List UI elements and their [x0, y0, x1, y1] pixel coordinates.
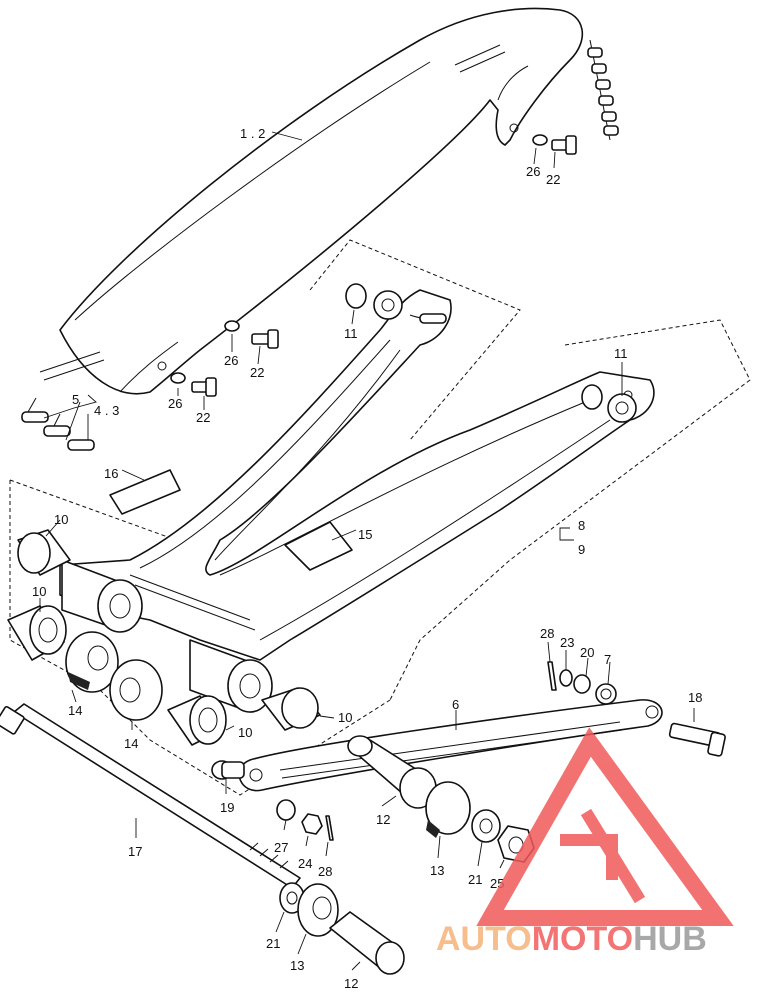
bolt-19 [211, 760, 245, 780]
callout-12-mid: 12 [376, 812, 390, 827]
swingarm-assembly-outline-left [9, 480, 111, 691]
chain-case [39, 7, 584, 395]
bolt-26-22-mid-a [224, 320, 279, 349]
washer-21-mid [471, 809, 501, 843]
bushing-11-upper [345, 283, 403, 320]
callout-26-mid-a: 26 [224, 353, 238, 368]
callout-9: 9 [578, 542, 585, 557]
callout-20: 20 [580, 645, 594, 660]
spacer-12-mid [347, 735, 437, 809]
pivot-tube-right [189, 639, 273, 713]
bushing-10-b [7, 605, 67, 661]
callout-7: 7 [604, 652, 611, 667]
leader-lines [39, 131, 695, 971]
cotter-pin-28 [325, 815, 334, 841]
callout-10-b: 10 [32, 584, 46, 599]
bushing-10-d [261, 687, 321, 731]
callout-1-2: 1 . 2 [240, 126, 265, 141]
callout-21-bottom: 21 [266, 936, 280, 951]
callout-13-bottom: 13 [290, 958, 304, 973]
callout-27: 27 [274, 840, 288, 855]
bolt-18 [668, 722, 726, 757]
watermark-triangle-icon [476, 727, 734, 926]
callout-15: 15 [358, 527, 372, 542]
callout-16: 16 [104, 466, 118, 481]
callout-5: 5 [72, 392, 79, 407]
swingarm-assembly-outline-top [309, 239, 521, 441]
bolt-26-22-mid-b [170, 372, 217, 397]
callout-19: 19 [220, 800, 234, 815]
callout-12-bottom: 12 [344, 976, 358, 991]
callout-labels: 1 . 2 26 22 26 22 26 22 11 11 5 4 . 3 16… [32, 126, 702, 991]
callout-22-top: 22 [546, 172, 560, 187]
callout-11-right: 11 [614, 346, 628, 361]
callout-17: 17 [128, 844, 142, 859]
collar-13-bottom [297, 883, 339, 937]
swingarm-assembly-outline-right [389, 319, 751, 701]
callout-28-bottom: 28 [318, 864, 332, 879]
label-plate-16 [109, 469, 181, 515]
callout-10-a: 10 [54, 512, 68, 527]
drive-chain-segment [587, 39, 619, 141]
bolt-26-22-top [532, 134, 577, 155]
callout-14-b: 14 [124, 736, 138, 751]
callout-8: 8 [578, 518, 585, 533]
pivot-tube-left [61, 559, 143, 633]
callout-26-top: 26 [526, 164, 540, 179]
callout-11-upper: 11 [344, 326, 358, 341]
callout-26-mid-b: 26 [168, 396, 182, 411]
pivot-axle-17 [0, 703, 301, 889]
watermark-word-auto: AUTO [436, 920, 532, 958]
label-plate-15 [284, 521, 353, 571]
torque-link [238, 699, 663, 792]
chain-master-link [21, 397, 95, 451]
callout-18: 18 [688, 690, 702, 705]
callout-6: 6 [452, 697, 459, 712]
bushing-10-a [17, 529, 71, 576]
hardware-28-23-20-7 [547, 661, 617, 705]
watermark-word-moto: MOTO [532, 920, 633, 958]
spacer-12-bottom [329, 911, 405, 975]
bushing-11-right [581, 384, 637, 423]
bushing-10-c [167, 695, 227, 746]
svg-text:AUTOMOTOHUB: AUTOMOTOHUB [436, 920, 707, 958]
automotohub-watermark: AUTOMOTOHUB [436, 727, 734, 958]
collar-14-a [65, 631, 119, 693]
callout-28-top: 28 [540, 626, 554, 641]
callout-10-c: 10 [238, 725, 252, 740]
callout-4-3: 4 . 3 [94, 403, 119, 418]
nut-24 [301, 813, 323, 835]
swing-arm [59, 289, 655, 661]
watermark-word-hub: HUB [633, 920, 707, 958]
callout-14-a: 14 [68, 703, 82, 718]
callout-22-mid-b: 22 [196, 410, 210, 425]
washer-13-mid [425, 781, 471, 838]
callout-23: 23 [560, 635, 574, 650]
watermark-inner-mark-icon [560, 808, 646, 904]
callout-22-mid-a: 22 [250, 365, 264, 380]
callout-21-mid: 21 [468, 872, 482, 887]
callout-13-mid: 13 [430, 863, 444, 878]
collar-14-b [109, 659, 163, 721]
callout-24: 24 [298, 856, 312, 871]
washer-27 [276, 799, 296, 821]
callout-10-d: 10 [338, 710, 352, 725]
